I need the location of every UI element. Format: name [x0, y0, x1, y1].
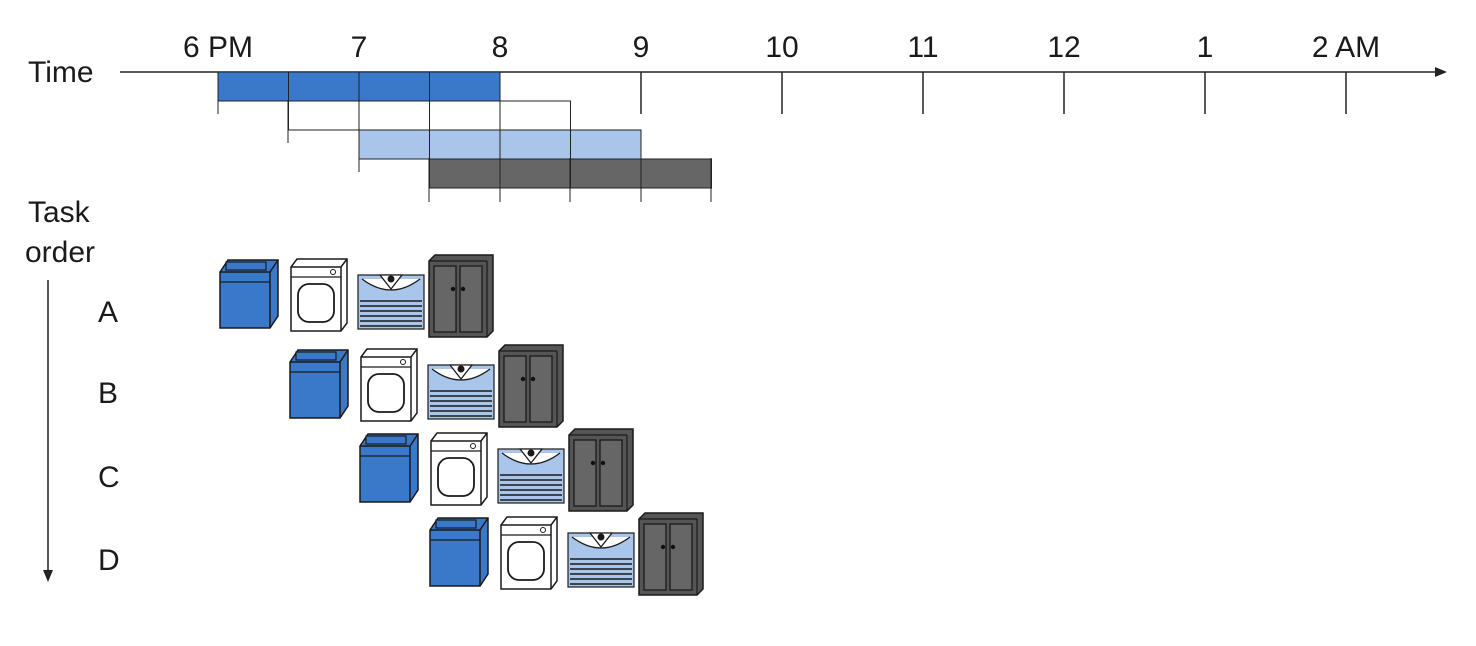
task-label-c: C — [98, 461, 120, 494]
folded-clothes-icon — [357, 274, 425, 330]
task-icons — [219, 254, 704, 596]
schedule-segment — [570, 129, 642, 160]
time-tick-label: 6 PM — [183, 31, 253, 64]
schedule-segment — [217, 71, 289, 102]
schedule-segment — [640, 158, 712, 189]
schedule-bars — [217, 71, 712, 202]
folded-clothes-icon — [567, 532, 635, 588]
schedule-segment — [429, 71, 501, 102]
time-axis-label: Time — [28, 56, 94, 89]
time-tick-label: 8 — [492, 31, 509, 64]
schedule-segment — [570, 158, 642, 189]
schedule-segment — [358, 100, 430, 131]
dryer-icon — [500, 516, 558, 590]
closet-icon — [568, 428, 634, 512]
time-tick-label: 9 — [633, 31, 650, 64]
task-axis-label-line2: order — [25, 236, 95, 269]
task-label-a: A — [98, 296, 118, 329]
time-tick-label: 10 — [765, 31, 798, 64]
schedule-segment — [499, 158, 571, 189]
schedule-segment — [499, 100, 571, 131]
time-tick-label: 1 — [1197, 31, 1214, 64]
dryer-icon — [360, 348, 418, 422]
time-tick-label: 2 AM — [1312, 31, 1380, 64]
washer-icon — [219, 259, 279, 329]
time-tick-label: 11 — [907, 31, 938, 64]
schedule-segment — [358, 71, 430, 102]
closet-icon — [498, 344, 564, 428]
task-axis-label-line1: Task — [28, 196, 91, 229]
dryer-icon — [430, 432, 488, 506]
folded-clothes-icon — [427, 364, 495, 420]
time-tick-label: 12 — [1047, 31, 1080, 64]
closet-icon — [428, 254, 494, 338]
schedule-segment — [429, 100, 501, 131]
schedule-segment — [429, 129, 501, 160]
task-label-b: B — [98, 377, 118, 410]
schedule-segment — [499, 129, 571, 160]
task-label-d: D — [98, 544, 120, 577]
closet-icon — [638, 512, 704, 596]
washer-icon — [429, 517, 489, 587]
schedule-segment — [358, 129, 430, 160]
washer-icon — [289, 349, 349, 419]
time-ticks: 6 PM 7 8 9 10 11 12 1 2 AM — [183, 31, 1380, 114]
schedule-segment — [429, 158, 501, 189]
folded-clothes-icon — [497, 448, 565, 504]
washer-icon — [359, 433, 419, 503]
schedule-segment — [288, 100, 360, 131]
dryer-icon — [290, 258, 348, 332]
time-tick-label: 7 — [351, 31, 368, 64]
schedule-segment — [288, 71, 360, 102]
